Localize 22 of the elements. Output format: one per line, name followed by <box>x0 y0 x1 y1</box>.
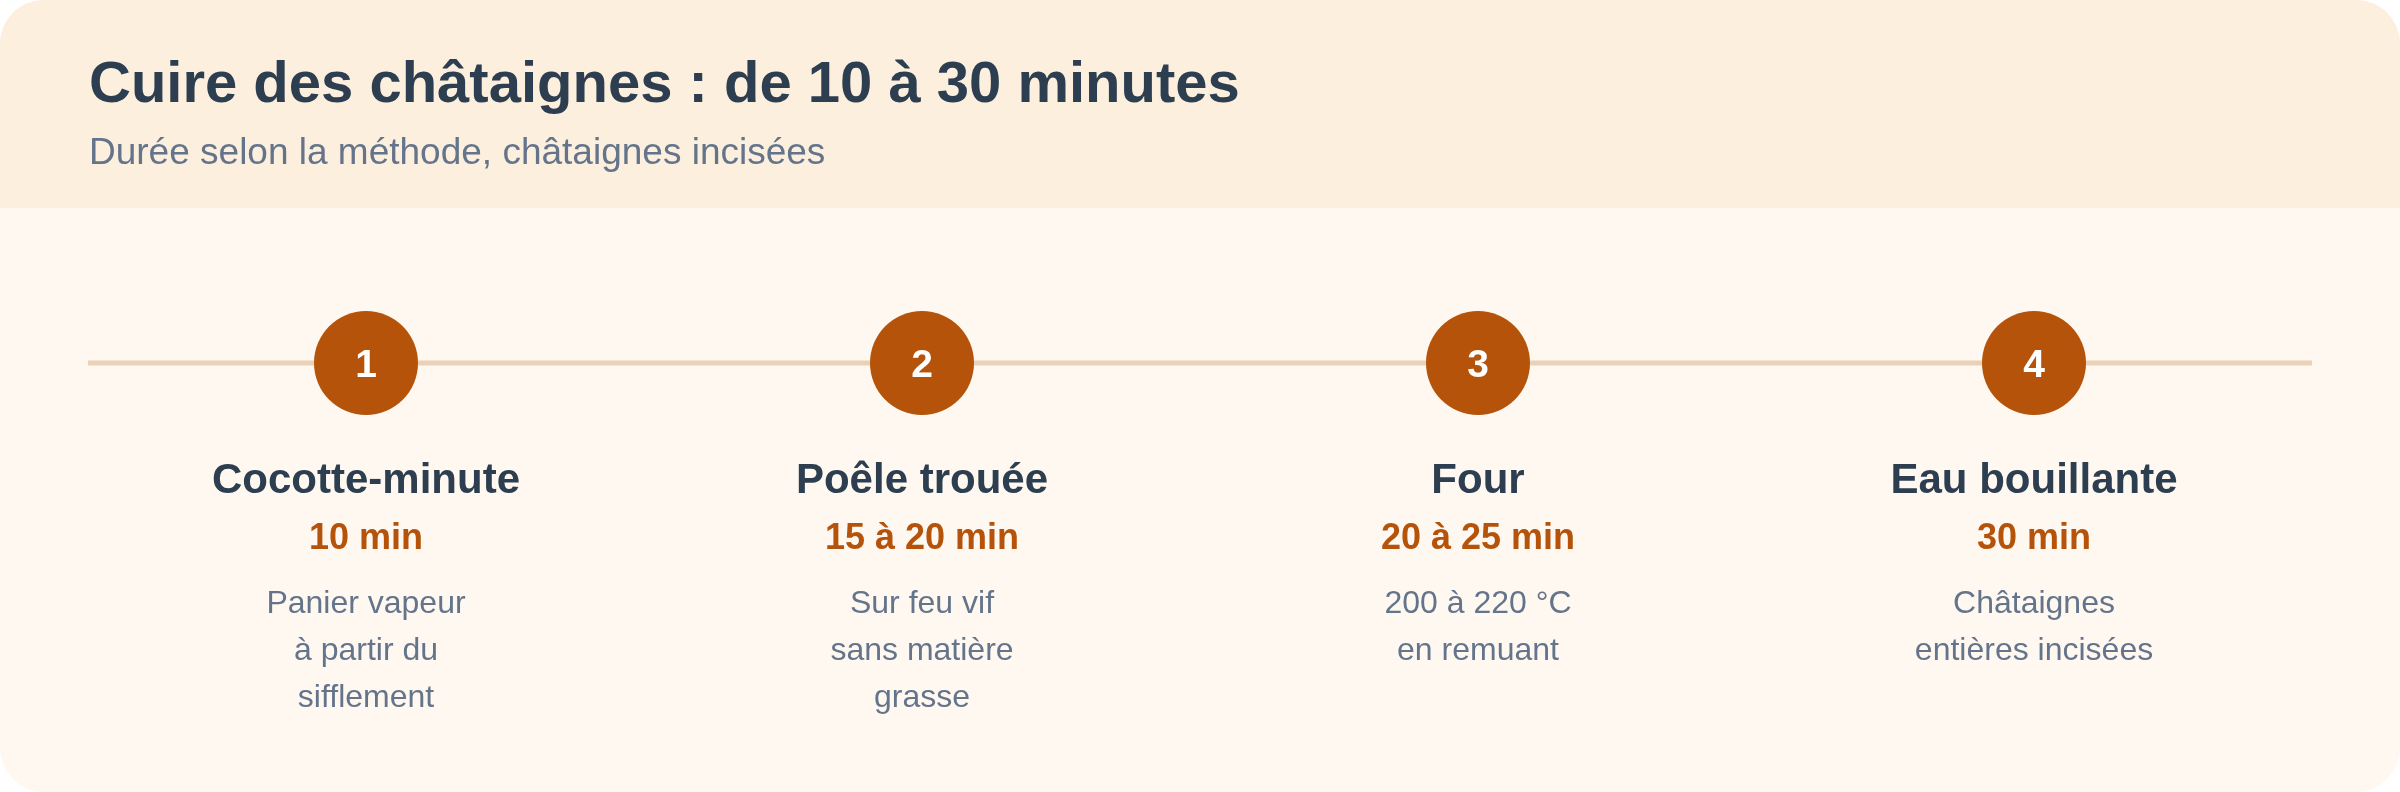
step-description: Panier vapeur à partir du sifflement <box>265 583 467 716</box>
step-duration: 30 min <box>1976 516 2091 558</box>
step-title: Eau bouillante <box>1890 455 2178 503</box>
step-duration: 20 à 25 min <box>1380 516 1576 558</box>
step-description: 200 à 220 °C en remuant <box>1383 583 1573 669</box>
step-description: Châtaignes entières incisées <box>1913 583 2155 669</box>
step-description: Sur feu vif sans matière grasse <box>829 583 1015 716</box>
timeline-line <box>88 360 314 366</box>
step-number: 3 <box>1467 343 1489 383</box>
timeline-line <box>1530 360 1982 366</box>
subtitle: Durée selon la méthode, châtaignes incisées <box>89 133 826 170</box>
step-title: Cocotte-minute <box>212 455 520 503</box>
step-title: Four <box>1431 455 1525 503</box>
step-number: 1 <box>355 343 377 383</box>
step-duration: 15 à 20 min <box>824 516 1020 558</box>
timeline-line <box>974 360 1426 366</box>
step-title: Poêle trouée <box>795 455 1049 503</box>
step-number: 4 <box>2023 343 2045 383</box>
step-number: 2 <box>911 343 933 383</box>
timeline-line <box>418 360 870 366</box>
timeline-line <box>2086 360 2312 366</box>
step-duration: 10 min <box>308 516 423 558</box>
